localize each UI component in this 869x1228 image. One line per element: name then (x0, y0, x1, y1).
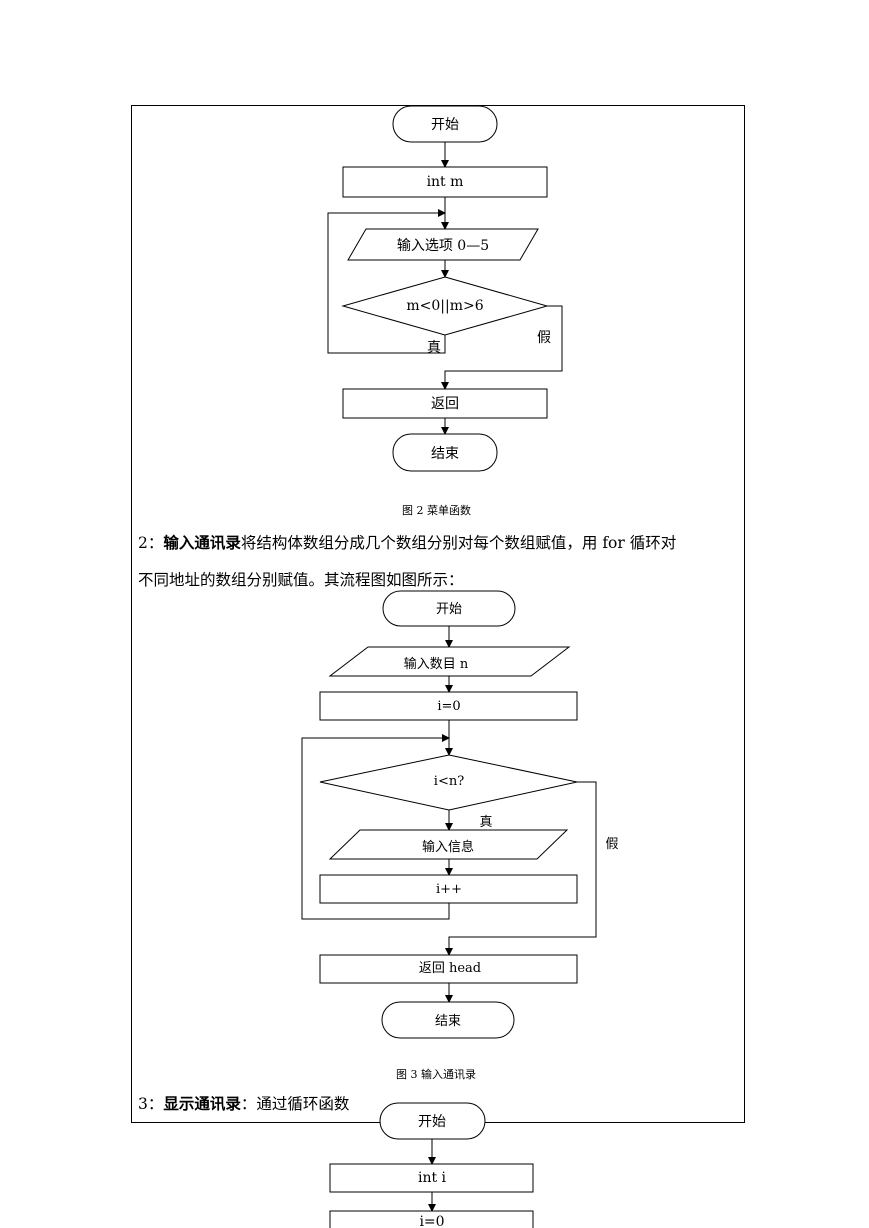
section-title: 输入通讯录 (163, 534, 241, 552)
end-terminal (381, 1001, 515, 1039)
false-label: 假 (537, 330, 551, 346)
section-text: ：通过循环函数 (240, 1095, 350, 1113)
section-2-line-1: 2：输入通讯录将结构体数组分成几个数组分别对每个数组赋值，用 for 循环对 (138, 533, 676, 553)
figure-caption: 图 3 输入通讯录 (396, 1068, 476, 1081)
init-box (329, 1210, 534, 1228)
end-label: 结束 (435, 1014, 461, 1029)
declare-label: int m (427, 174, 464, 190)
return-box (342, 388, 548, 419)
increment-label: i++ (436, 882, 462, 897)
return-label: 返回 head (419, 961, 481, 976)
condition-label: i<n? (434, 774, 464, 789)
section-number: 2： (138, 534, 164, 552)
true-label: 真 (479, 815, 492, 830)
declare-box (342, 166, 548, 198)
condition-label: m<0||m>6 (406, 298, 483, 314)
false-branch-line (441, 305, 563, 390)
init-label: i=0 (419, 1214, 444, 1228)
false-branch-line (445, 781, 597, 956)
section-3-line: 3：显示通讯录：通过循环函数 (138, 1094, 349, 1114)
input-label: 输入数目 n (404, 656, 469, 672)
start-label: 开始 (436, 602, 462, 617)
section-2-line-2: 不同地址的数组分别赋值。其流程图如图所示： (138, 570, 464, 590)
true-label: 真 (427, 340, 441, 356)
end-label: 结束 (431, 446, 459, 462)
start-label: 开始 (431, 117, 459, 133)
section-title: 显示通讯录 (163, 1095, 241, 1113)
input-parallelogram (328, 646, 571, 677)
return-label: 返回 (431, 396, 459, 412)
increment-box (319, 874, 578, 904)
loop-back-line (327, 209, 446, 354)
input-parallelogram (347, 228, 539, 261)
section-number: 3： (138, 1095, 164, 1113)
figure-menu-function (327, 105, 563, 472)
figure-caption: 图 2 菜单函数 (402, 504, 471, 517)
section-text: 不同地址的数组分别赋值。其流程图如图所示： (138, 571, 464, 589)
declare-box (329, 1163, 534, 1193)
init-label: i=0 (437, 699, 460, 714)
end-terminal (392, 433, 498, 472)
start-label: 开始 (418, 1114, 446, 1130)
input-info-label: 输入信息 (422, 839, 474, 855)
false-label: 假 (605, 837, 618, 852)
figure-display-contacts (329, 1102, 534, 1228)
section-text: 将结构体数组分成几个数组分别对每个数组赋值，用 for 循环对 (240, 534, 677, 552)
figure-input-contacts (301, 590, 597, 1039)
init-box (319, 691, 578, 721)
loop-back-line (301, 734, 450, 920)
input-label: 输入选项 0—5 (397, 238, 489, 254)
input-info-parallelogram (328, 829, 569, 860)
declare-label: int i (418, 1170, 447, 1186)
